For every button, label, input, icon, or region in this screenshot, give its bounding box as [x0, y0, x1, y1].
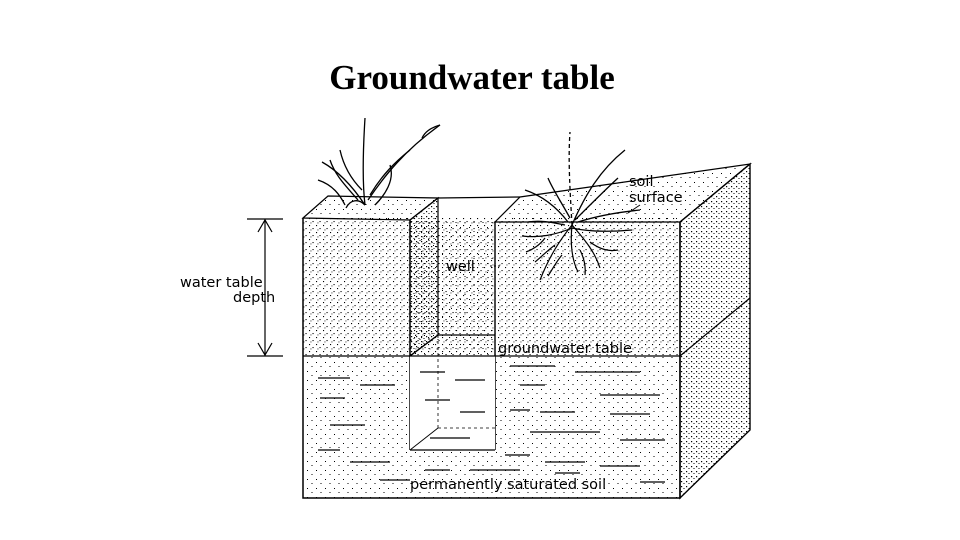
- water-dashes: [318, 365, 665, 483]
- label-saturated-soil: permanently saturated soil: [410, 477, 606, 493]
- plant-right-icon: [524, 131, 641, 226]
- label-groundwater-table: groundwater table: [498, 341, 632, 357]
- label-water-table-depth-1: water table: [180, 275, 263, 291]
- plant-left-icon: [317, 117, 441, 209]
- label-soil-surface-1: soil: [629, 174, 653, 190]
- well-shaft: [410, 220, 495, 356]
- water-table-depth-arrow: [247, 218, 283, 357]
- page-title: Groundwater table: [329, 58, 615, 97]
- label-soil-surface-2: surface: [629, 190, 683, 206]
- soil-side-face: [679, 162, 751, 500]
- label-water-table-depth-2: depth: [233, 290, 275, 306]
- roots: [521, 224, 633, 281]
- well-water: [410, 356, 495, 450]
- label-well: well: [446, 259, 475, 275]
